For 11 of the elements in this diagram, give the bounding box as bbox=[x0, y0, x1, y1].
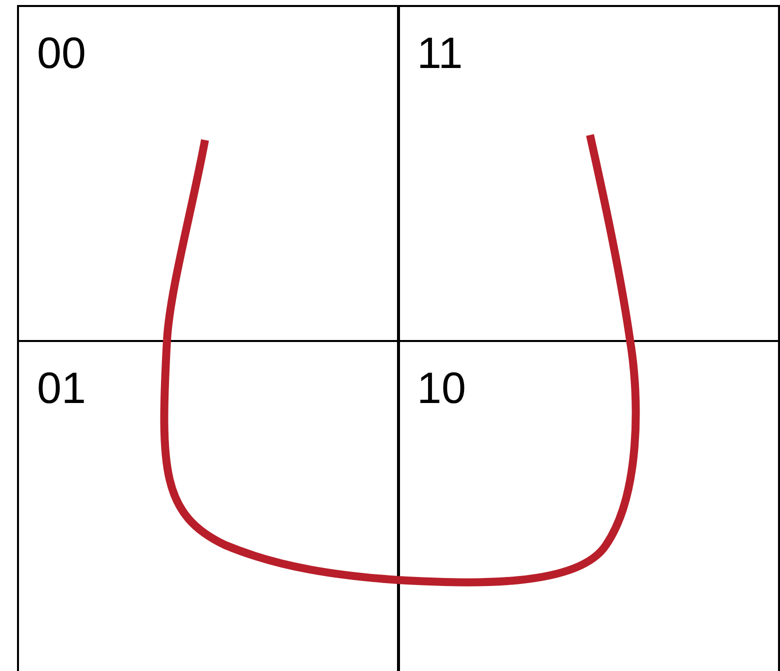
curve-segment bbox=[163, 139, 209, 340]
cell-label: 10 bbox=[417, 364, 466, 414]
curve-segment bbox=[160, 340, 398, 584]
grid-cell bbox=[397, 5, 780, 342]
grid-cell bbox=[397, 340, 780, 671]
cell-label: 01 bbox=[37, 364, 86, 414]
cell-label: 11 bbox=[417, 29, 463, 79]
cell-label: 00 bbox=[37, 29, 86, 79]
grid-cell bbox=[17, 340, 400, 671]
curve-segment bbox=[398, 134, 640, 586]
grid-cell bbox=[17, 5, 400, 342]
